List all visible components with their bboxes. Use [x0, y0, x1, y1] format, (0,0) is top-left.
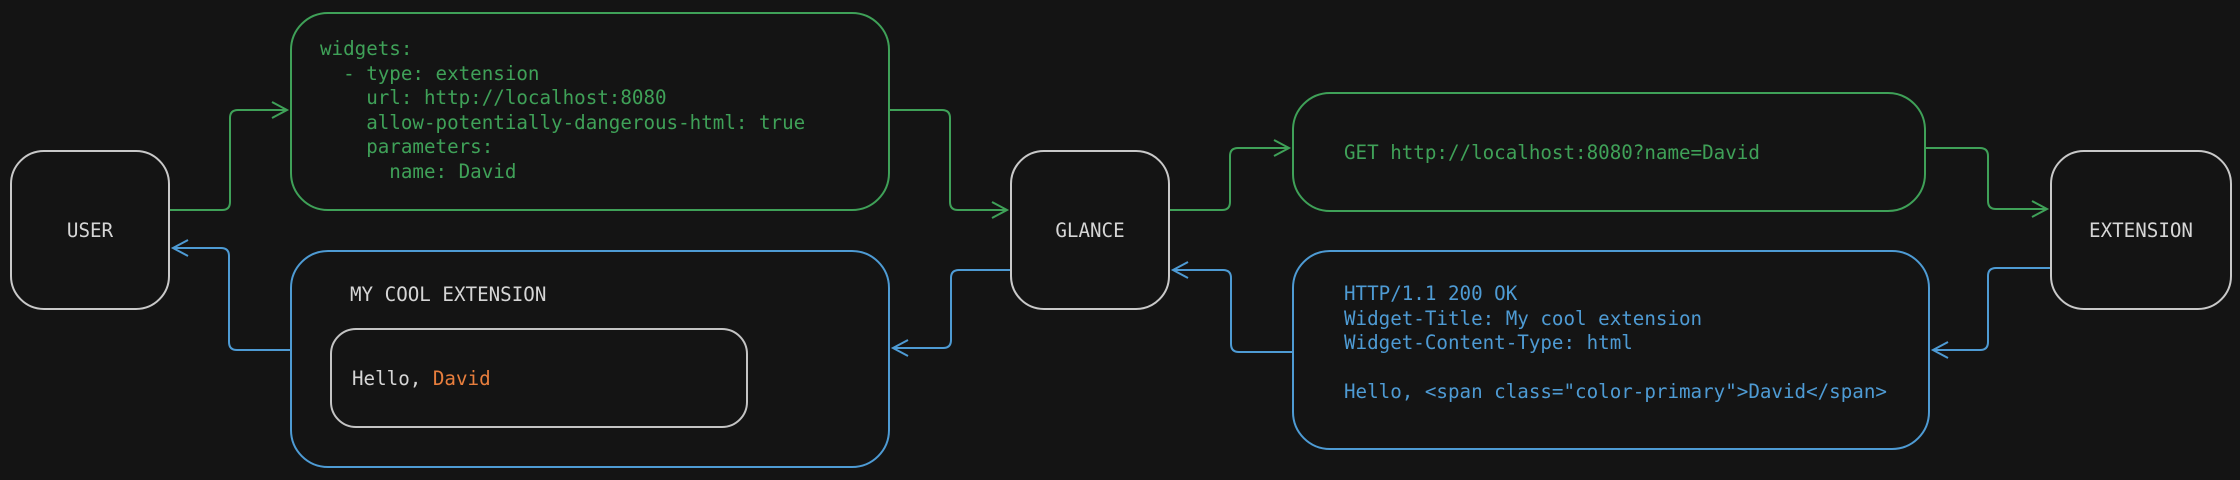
node-extension-label: EXTENSION — [2089, 218, 2193, 242]
arrow-response-to-glance — [1170, 261, 1292, 353]
http-response-code: HTTP/1.1 200 OK Widget-Title: My cool ex… — [1344, 282, 1887, 403]
arrow-widget-to-user — [170, 239, 290, 351]
arrow-request-to-extension — [1926, 147, 2050, 218]
widget-title: MY COOL EXTENSION — [350, 283, 547, 306]
arrow-glance-to-request — [1170, 139, 1292, 211]
greeting-prefix: Hello, — [352, 366, 433, 390]
http-request-text: GET http://localhost:8080?name=David — [1344, 140, 1760, 164]
node-user: USER — [10, 150, 170, 310]
node-glance: GLANCE — [1010, 150, 1170, 310]
http-request-box: GET http://localhost:8080?name=David — [1292, 92, 1926, 212]
arrow-glance-to-widget — [890, 269, 1010, 357]
node-user-label: USER — [66, 218, 114, 242]
http-response-box: HTTP/1.1 200 OK Widget-Title: My cool ex… — [1292, 250, 1930, 450]
greeting-name: David — [432, 366, 491, 390]
arrow-user-to-config — [170, 101, 290, 211]
rendered-widget-box: MY COOL EXTENSION Hello, David — [290, 250, 890, 468]
config-yaml-code: widgets: - type: extension url: http://l… — [320, 37, 806, 183]
widget-greeting-box: Hello, David — [330, 328, 748, 428]
arrow-config-to-glance — [890, 109, 1010, 219]
config-yaml-box: widgets: - type: extension url: http://l… — [290, 12, 890, 211]
node-extension: EXTENSION — [2050, 150, 2232, 310]
node-glance-label: GLANCE — [1055, 218, 1125, 242]
arrow-extension-to-response — [1930, 267, 2050, 359]
